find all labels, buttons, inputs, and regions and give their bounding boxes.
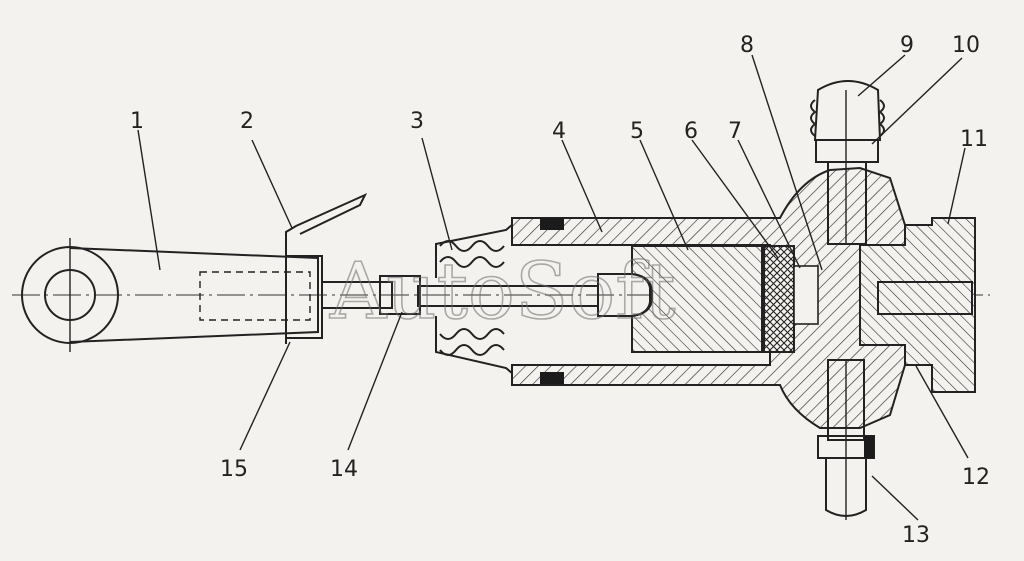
callout-10: 10 [952, 33, 980, 58]
callout-6: 6 [684, 119, 698, 144]
callout-14: 14 [330, 457, 358, 482]
hose-fitting [817, 359, 875, 520]
rod-end-eye [21, 238, 319, 352]
callout-15: 15 [220, 457, 248, 482]
end-plug [859, 217, 976, 393]
watermark-text: AutoSoft [329, 247, 675, 337]
callout-9: 9 [900, 33, 914, 58]
callout-4: 4 [552, 119, 566, 144]
piston [631, 245, 763, 353]
piston-seal [763, 245, 819, 353]
callout-3: 3 [410, 109, 424, 134]
callout-8: 8 [740, 33, 754, 58]
callout-12: 12 [962, 465, 990, 490]
callout-7: 7 [728, 119, 742, 144]
callout-11: 11 [960, 127, 988, 152]
leader-lines [137, 54, 969, 521]
callout-2: 2 [240, 109, 254, 134]
callout-1: 1 [130, 109, 144, 134]
callout-labels: 1 2 3 4 5 6 7 8 9 10 11 12 13 14 15 [130, 33, 990, 548]
callout-13: 13 [902, 523, 930, 548]
callout-5: 5 [630, 119, 644, 144]
bleeder-valve [810, 80, 885, 245]
